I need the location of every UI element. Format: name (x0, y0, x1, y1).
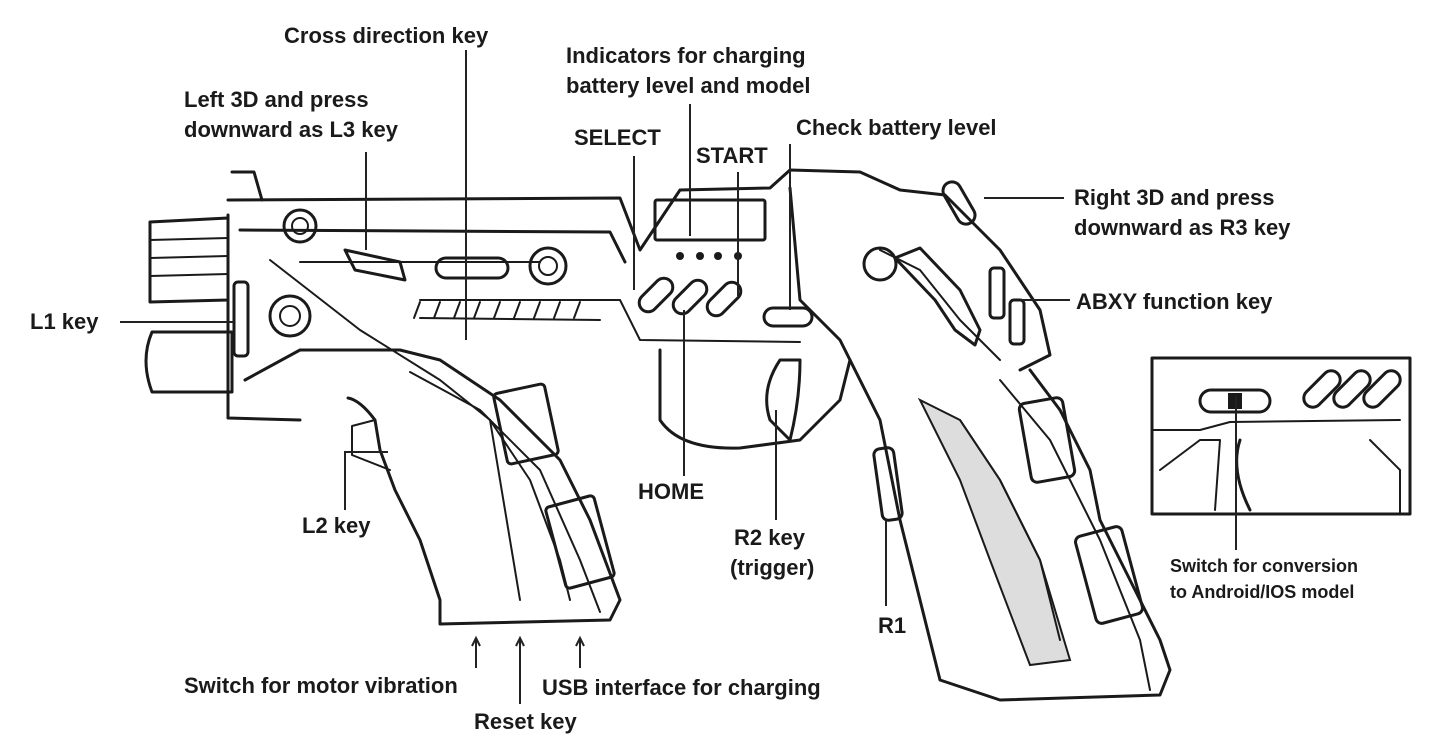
label-switch-conversion-line1: Switch for conversion (1170, 556, 1359, 576)
left-body (226, 168, 1052, 422)
label-l1: L1 key (30, 309, 99, 334)
label-usb-charging: USB interface for charging (542, 675, 821, 700)
label-select: SELECT (574, 125, 661, 150)
label-motor-vibration: Switch for motor vibration (184, 673, 458, 698)
right-grip (788, 180, 1172, 702)
label-r2-line1: R2 key (734, 525, 805, 550)
label-check-battery: Check battery level (796, 115, 997, 140)
label-l2: L2 key (302, 513, 371, 538)
label-r1: R1 (878, 613, 907, 638)
label-r2-line2: (trigger) (730, 555, 815, 580)
label-home: HOME (638, 479, 704, 504)
leader-lines (120, 50, 1237, 704)
inset-detail (1150, 356, 1412, 516)
label-switch-conversion-line2: to Android/IOS model (1170, 582, 1355, 602)
label-left-3d-line1: Left 3D and press (184, 87, 369, 112)
left-grip (243, 259, 622, 626)
label-indicators-line1: Indicators for charging (566, 43, 806, 68)
label-right-3d-line2: downward as R3 key (1074, 215, 1291, 240)
label-reset: Reset key (474, 709, 577, 734)
label-indicators-line2: battery level and model (566, 73, 811, 98)
label-start: START (696, 143, 768, 168)
label-abxy: ABXY function key (1076, 289, 1273, 314)
label-right-3d-line1: Right 3D and press (1074, 185, 1275, 210)
label-cross-direction-key: Cross direction key (284, 23, 489, 48)
label-left-3d-line2: downward as L3 key (184, 117, 398, 142)
center-controls (637, 198, 852, 450)
